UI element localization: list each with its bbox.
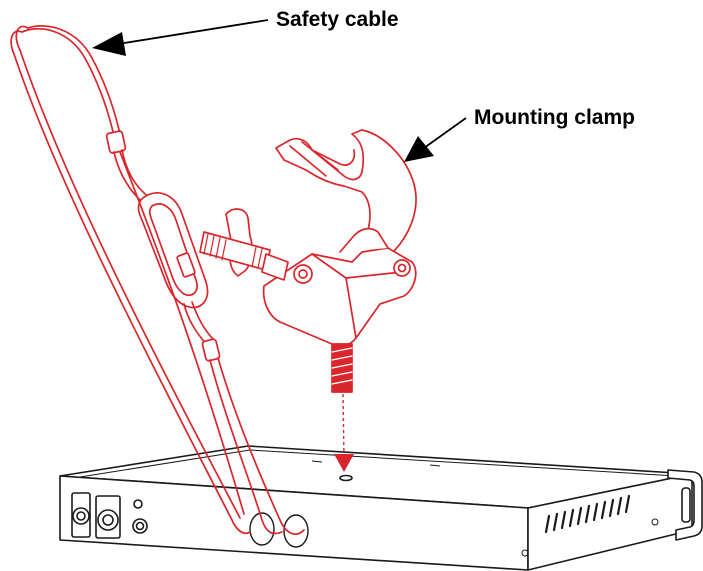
- callout-mounting-clamp: Mounting clamp: [404, 106, 635, 162]
- cable-ferrule-upper: [105, 130, 127, 154]
- rack-ear: [667, 469, 703, 541]
- cable-ferrule-lower: [201, 338, 221, 362]
- connector-2: [97, 509, 119, 531]
- connector-1: [72, 507, 90, 525]
- top-mount-hole: [339, 474, 353, 482]
- vent-slots: [544, 494, 631, 534]
- connector-round: [132, 518, 148, 534]
- mounting-clamp-label: Mounting clamp: [474, 106, 635, 129]
- rack-ear-slot: [681, 487, 691, 523]
- safety-cable-loop: [10, 30, 251, 535]
- guide-arrowhead: [334, 454, 354, 472]
- cable-anchor-holes: [249, 512, 309, 548]
- safety-cable-label: Safety cable: [276, 8, 399, 31]
- mounting-clamp-arrowhead: [404, 136, 434, 162]
- front-panel-connectors: [71, 492, 148, 539]
- rack-device: [59, 445, 703, 571]
- mounting-guide: [334, 393, 354, 472]
- safety-cable: [10, 25, 305, 535]
- connector-small: [133, 499, 143, 509]
- safety-cable-arrowhead: [92, 32, 126, 56]
- mounting-clamp: [199, 129, 417, 393]
- carabiner: [137, 192, 209, 309]
- clamp-hook: [275, 129, 417, 263]
- callout-safety-cable: Safety cable: [92, 8, 399, 56]
